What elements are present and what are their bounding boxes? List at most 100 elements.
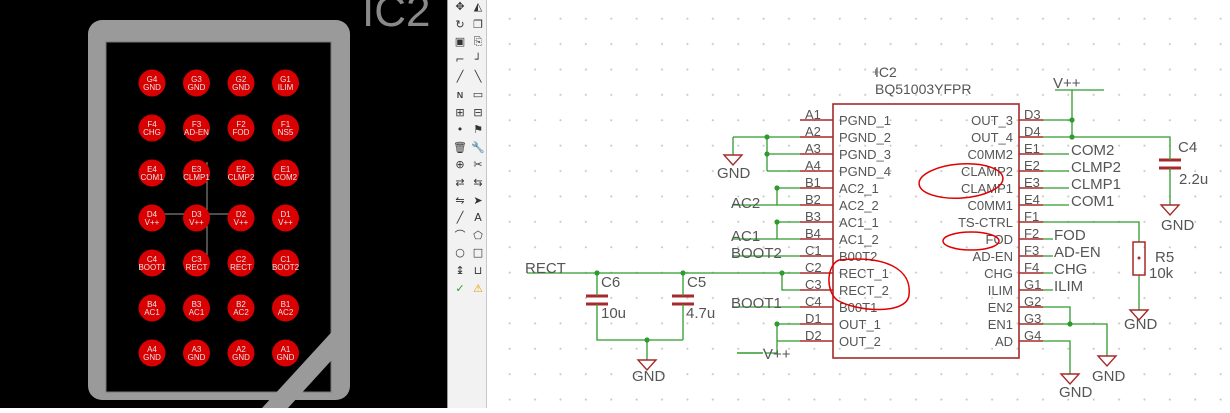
split-icon[interactable]: ⌐ — [455, 52, 465, 66]
pin-name-e3: CLAMP1 — [961, 181, 1013, 196]
wires — [527, 89, 1171, 374]
name-icon[interactable]: ɴ — [456, 88, 464, 101]
paste-icon[interactable]: ⎘ — [473, 35, 483, 49]
pad-copper — [138, 339, 166, 367]
pinswap-icon[interactable]: ➤ — [473, 193, 483, 207]
text-icon[interactable]: A — [474, 211, 482, 225]
pad-copper — [272, 69, 299, 97]
c5-name: C5 — [687, 274, 706, 291]
delete-icon[interactable]: 🗑 — [453, 140, 467, 154]
bus-icon[interactable]: ╲ — [474, 70, 482, 84]
smash-icon[interactable]: ✂ — [473, 158, 483, 172]
polygon-icon[interactable]: ⬠ — [473, 228, 483, 242]
pad-copper — [138, 204, 166, 232]
ic-symbol-body[interactable] — [832, 103, 1020, 359]
pad-copper — [272, 249, 299, 277]
ic-part-value: BQ51003YFPR — [875, 81, 972, 97]
gnd-symbols — [636, 154, 1181, 386]
group-icon[interactable]: ▣ — [454, 35, 466, 49]
copy-icon[interactable]: ❐ — [473, 17, 483, 31]
r5-symbol[interactable] — [1132, 241, 1146, 276]
gateswap-icon[interactable]: ⇋ — [455, 193, 465, 207]
pad-net-label: AC1 — [144, 308, 160, 317]
replace-icon[interactable]: ⇄ — [455, 176, 465, 189]
move-icon[interactable]: ✥ — [455, 0, 465, 13]
pad-copper — [272, 159, 299, 187]
arc-icon[interactable]: ⌒ — [454, 228, 466, 242]
pad-copper — [227, 159, 255, 187]
pad-net-label: ILIM — [278, 83, 294, 92]
add-icon[interactable]: ⊕ — [455, 158, 465, 172]
board-canvas[interactable]: IC2 G4GNDG3GNDG2GNDG1ILIMF4CHGF3AD-ENF2F… — [0, 0, 447, 408]
net-vpp-bottom: V++ — [763, 346, 791, 363]
junction-icon[interactable]: • — [456, 123, 464, 137]
net-boot2: BOOT2 — [731, 245, 782, 262]
net-clmp1: CLMP1 — [1071, 176, 1121, 193]
line-icon[interactable]: ╱ — [456, 211, 464, 225]
label-icon[interactable]: ▭ — [472, 88, 484, 101]
rect-icon[interactable]: □ — [472, 246, 484, 260]
erc-icon[interactable]: ✓ — [455, 281, 465, 295]
annotations — [828, 163, 1004, 311]
pin-ball-a2: A2 — [805, 124, 821, 139]
mirror-icon[interactable]: ◭ — [473, 0, 483, 13]
swap-icon[interactable]: ⇆ — [473, 176, 483, 189]
net-gnd-4: GND — [1124, 316, 1158, 333]
r5-value: 10k — [1149, 265, 1174, 282]
attribute-icon[interactable]: ⊞ — [455, 105, 465, 119]
warning-icon[interactable]: ⚠ — [473, 281, 483, 295]
pad-d2[interactable]: D2V++ — [227, 204, 255, 232]
wire-icon[interactable]: ┘ — [474, 52, 482, 66]
pin-ball-b3: B3 — [805, 209, 821, 224]
pad-copper — [183, 249, 210, 277]
pad-copper — [183, 294, 210, 322]
pad-copper — [272, 114, 299, 142]
net-icon[interactable]: ╱ — [456, 70, 464, 84]
pad-copper — [183, 159, 210, 187]
value-icon[interactable]: ⊟ — [473, 105, 483, 119]
junctions — [594, 117, 1075, 343]
tag-icon[interactable]: ⚑ — [473, 123, 483, 137]
dimension-icon[interactable]: ↨ — [455, 264, 465, 277]
pad-d3[interactable]: D3V++ — [183, 204, 210, 232]
pin-name-g4: AD — [995, 334, 1013, 349]
pad-d4[interactable]: D4V++ — [138, 204, 166, 232]
wrench-icon[interactable]: 🔧 — [471, 140, 485, 154]
pad-net-label: V++ — [278, 218, 293, 227]
frame-icon[interactable]: ⊔ — [473, 264, 483, 277]
pin-ball-b2: B2 — [805, 192, 821, 207]
pad-copper — [227, 294, 255, 322]
pad-copper — [272, 294, 299, 322]
rotate-icon[interactable]: ↻ — [455, 17, 465, 31]
circle-icon[interactable]: ○ — [455, 246, 465, 260]
pin-name-a4: PGND_4 — [839, 164, 891, 179]
pad-d1[interactable]: D1V++ — [272, 204, 299, 232]
